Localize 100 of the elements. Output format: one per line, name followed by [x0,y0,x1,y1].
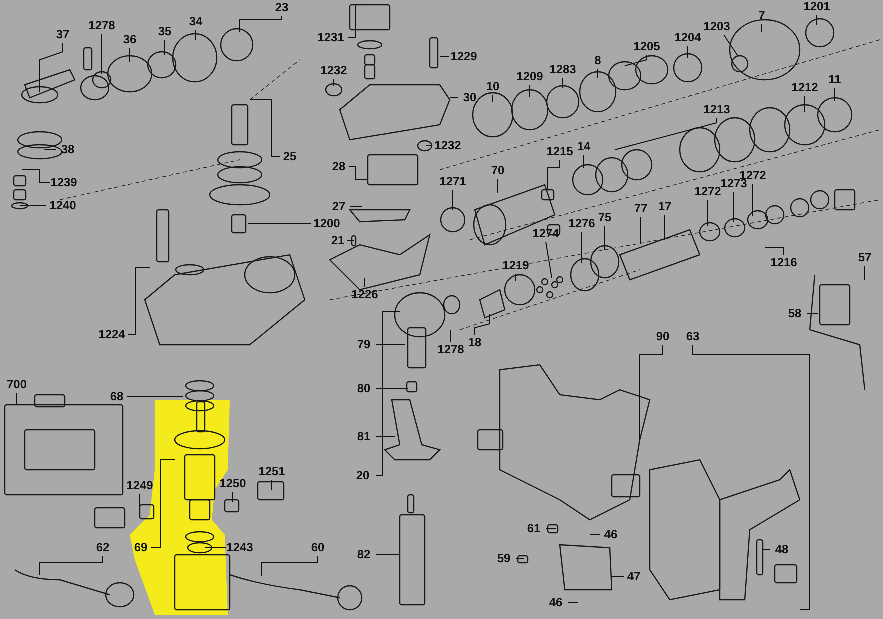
leader-line [376,312,400,476]
callout-number: 70 [491,164,505,178]
leader-line [548,160,560,190]
callout-number: 1249 [126,480,154,492]
callout-number: 68 [110,390,124,404]
callout-number: 57 [858,252,872,264]
leader-line [546,242,552,278]
callout-number: 1204 [674,32,702,44]
callout-number: 1215 [546,146,574,158]
leader-line [376,388,408,390]
leader-line [546,528,556,530]
callout-number: 8 [594,54,602,68]
leader-line [804,96,806,112]
callout-number: 1251 [258,466,286,478]
callout-number: 61 [527,522,541,536]
leader-line [348,166,368,180]
callout-number: 25 [283,150,297,164]
leader-line [640,216,642,244]
leader-line [474,314,490,336]
leader-line [232,492,234,502]
leader-line [16,392,18,406]
callout-number: 17 [658,200,672,214]
callout-number: 62 [96,542,110,554]
leader-line [816,14,818,26]
callout-number: 81 [357,430,371,444]
callout-number: 1271 [440,176,466,188]
leader-line [440,56,450,58]
callout-number: 14 [577,140,591,154]
callout-number: 21 [331,234,345,248]
callout-number: 10 [486,80,500,94]
callout-number: 1213 [704,104,730,116]
leader-line [624,54,648,66]
callout-number: 58 [788,308,802,320]
leader-line [40,42,64,92]
callout-number: 1283 [550,64,576,76]
callout-number: 59 [497,552,511,566]
leader-line [692,344,810,610]
leader-line [590,534,600,536]
leader-line [612,576,624,578]
callout-number: 27 [332,200,346,214]
leader-line [350,206,362,208]
callout-number: 77 [634,202,648,216]
callout-number: 30 [463,92,477,104]
callout-number: 60 [311,542,325,554]
leader-line [364,278,366,288]
callout-number: 28 [332,160,346,174]
leader-line [764,248,784,256]
callout-number: 63 [686,330,700,344]
callout-number: 1201 [804,0,830,14]
callout-number: 1232 [320,64,348,78]
callout-number: 7 [758,10,766,22]
leader-line [348,4,366,38]
leader-line [40,556,104,576]
leader-line [22,170,50,184]
callout-number: 1240 [50,200,76,212]
callout-number: 37 [56,28,70,42]
leader-line [516,558,524,560]
leader-line [262,556,318,576]
callout-number: 1274 [532,228,560,240]
callout-number: 1212 [792,82,818,94]
leader-line [834,88,836,102]
callout-number: 18 [468,336,482,350]
callout-number: 1229 [450,50,478,64]
callout-number: 48 [775,544,789,556]
leader-line [128,268,150,336]
callout-number: 47 [627,570,641,584]
callout-number: 1278 [438,344,464,356]
callout-number: 38 [61,144,75,156]
callout-number: 46 [549,596,563,610]
callout-number: 1226 [352,288,378,302]
callout-number: 34 [189,16,203,28]
callout-number: 1216 [770,256,798,270]
callout-number: 1243 [226,542,254,554]
callout-number: 90 [656,330,670,344]
callout-number: 1231 [318,32,344,44]
callout-number: 1272 [694,186,722,198]
callout-number: 1276 [568,218,596,230]
callout-number: 700 [6,378,28,392]
leader-line [346,240,354,242]
callout-number: 1224 [98,328,126,342]
callout-number: 23 [275,2,289,14]
callout-number: 1278 [88,20,116,32]
leader-line [126,396,184,398]
callout-number: 35 [158,26,172,38]
callout-number: 1232 [434,140,462,152]
leader-line [664,214,666,240]
leader-line [376,436,396,438]
callout-number: 1250 [220,478,246,490]
leader-line [752,184,754,216]
leader-line [376,554,400,556]
callout-number: 69 [134,542,148,554]
callout-number: 46 [604,528,618,542]
callout-number: 36 [123,34,137,46]
callout-number: 1209 [516,70,544,84]
leader-line [604,226,606,250]
leader-line [376,344,406,346]
callout-number: 20 [356,470,370,482]
leader-line [724,34,738,56]
callout-number: 1219 [502,260,530,272]
callout-number: 11 [828,74,842,86]
